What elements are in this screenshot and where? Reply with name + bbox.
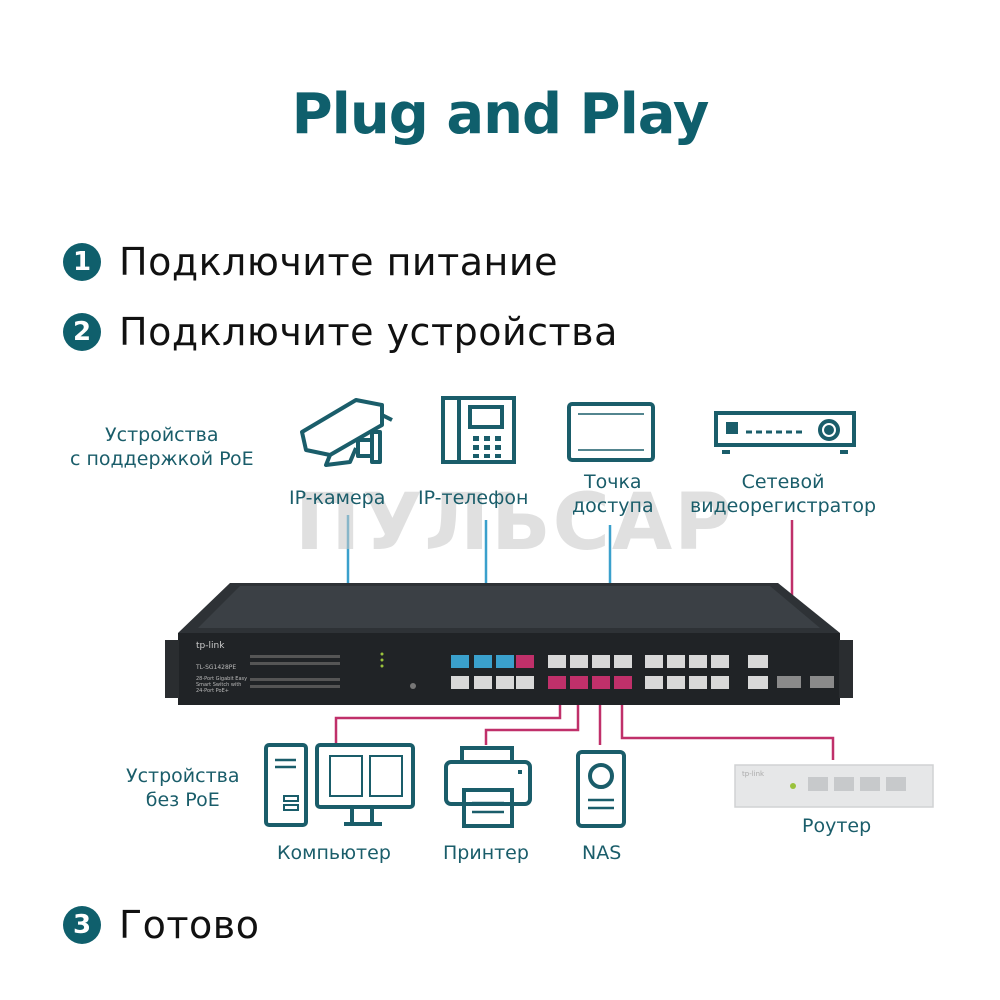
printer-line bbox=[484, 690, 580, 745]
step-number: 2 bbox=[63, 313, 101, 351]
computer-icon bbox=[264, 743, 415, 827]
router-icon bbox=[734, 764, 934, 808]
nas-icon bbox=[576, 750, 626, 828]
ports bbox=[451, 655, 834, 689]
step-text: Подключите питание bbox=[119, 240, 558, 284]
nonpoe-group-label: Устройства без PoE bbox=[126, 765, 240, 811]
ap-label: Точка доступа bbox=[572, 471, 654, 517]
nas-label: NAS bbox=[582, 842, 622, 864]
watermark: ПУЛЬСАР bbox=[295, 478, 734, 568]
step-1: 1 Подключите питание bbox=[63, 240, 558, 284]
computer-label: Компьютер bbox=[277, 842, 391, 864]
step-number: 3 bbox=[63, 906, 101, 944]
printer-icon bbox=[444, 746, 532, 828]
page-title: Plug and Play bbox=[291, 82, 710, 147]
ip-phone-icon bbox=[441, 396, 516, 464]
nvr-icon bbox=[714, 411, 856, 454]
phone-label: IP-телефон bbox=[418, 487, 529, 509]
step-2: 2 Подключите устройства bbox=[63, 310, 618, 354]
camera-label: IP-камера bbox=[289, 487, 386, 509]
step-3: 3 Готово bbox=[63, 903, 259, 947]
switch-brand: tp-link bbox=[196, 641, 225, 651]
poe-group-label: Устройства с поддержкой PoE bbox=[70, 424, 254, 470]
router-brand: tp-link bbox=[742, 770, 765, 778]
step-number: 1 bbox=[63, 243, 101, 281]
printer-label: Принтер bbox=[443, 842, 529, 864]
switch-description: 28-Port Gigabit Easy Smart Switch with 2… bbox=[196, 676, 248, 694]
nvr-label: Сетевой видеорегистратор bbox=[690, 471, 877, 517]
ip-camera-icon bbox=[300, 398, 393, 467]
router-label: Роутер bbox=[802, 815, 872, 837]
switch bbox=[165, 583, 853, 705]
router-line bbox=[620, 690, 835, 760]
switch-model: TL-SG1428PE bbox=[196, 664, 237, 671]
step-text: Подключите устройства bbox=[119, 310, 618, 354]
access-point-icon bbox=[567, 402, 655, 462]
step-text: Готово bbox=[119, 903, 260, 947]
